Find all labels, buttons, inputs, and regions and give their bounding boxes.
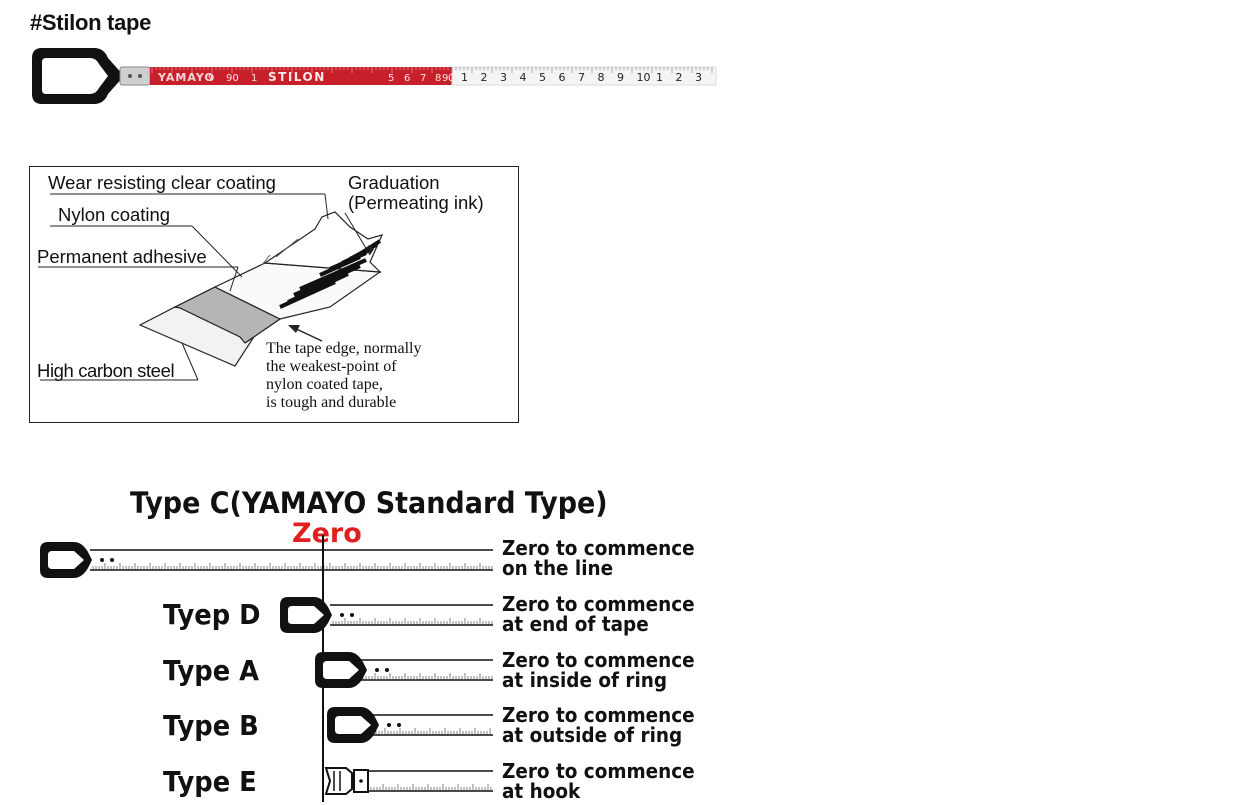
desc-line: Zero to commence [502,536,695,560]
type-d-row [280,597,493,633]
hook-icon [324,767,353,795]
edge-note-line: The tape edge, normally [266,340,422,357]
desc-line: Zero to commence [502,592,695,616]
label-nylon-coating: Nylon coating [58,204,171,225]
edge-note-line: is tough and durable [266,394,397,411]
type-b-row [327,707,493,743]
type-b-label: Type B [163,709,259,742]
type-a-row [315,652,493,688]
tape-number: 2 [481,71,488,84]
label-graduation: Graduation [348,172,440,193]
zero-label: Zero [292,518,362,549]
type-c-description: Zero to commence on the line [502,538,695,578]
tape-number: 7 [420,73,426,84]
graduation-stripe [299,258,367,291]
edge-note-line: the weakest-point of [266,358,397,375]
tape-product-text: STILON [268,70,326,84]
type-d-label: Tyep D [163,598,261,631]
tape-layer-diagram: Wear resisting clear coating Nylon coati… [29,166,519,423]
tape-red-section [150,67,452,85]
tape-number: 2 [676,71,683,84]
tape-number: 8 [598,71,605,84]
type-a-description: Zero to commence at inside of ring [502,650,695,690]
desc-line: Zero to commence [502,759,695,783]
clear-coating-layer [263,211,384,273]
desc-line: at outside of ring [502,723,683,747]
tape-number: 3 [500,71,507,84]
tape-number: 1 [656,71,663,84]
type-e-description: Zero to commence at hook [502,761,695,801]
tape-number: 6 [559,71,566,84]
tape-number: 9 [442,73,448,84]
tape-number: 9 [617,71,624,84]
type-a-label: Type A [163,654,260,687]
desc-line: at hook [502,779,581,803]
type-c-row [40,542,493,578]
tape-number: 5 [539,71,546,84]
tape-number: 8 [435,73,441,84]
tape-number: 6 [404,73,410,84]
tape-number: 1 [461,71,468,84]
desc-line: at inside of ring [502,668,668,692]
tape-number: 9 [208,73,214,84]
desc-line: on the line [502,556,614,580]
tape-number: 3 [695,71,702,84]
desc-line: Zero to commence [502,648,695,672]
tape-number: 4 [520,71,527,84]
label-permanent-adhesive: Permanent adhesive [37,246,207,267]
tape-end-clip [119,66,151,86]
label-wear-coating: Wear resisting clear coating [48,172,276,193]
types-heading: Type C(YAMAYO Standard Type) [130,486,608,520]
desc-line: Zero to commence [502,703,695,727]
type-e-label: Type E [163,765,257,798]
tape-number: 10 [637,71,651,84]
edge-note-line: nylon coated tape, [266,376,383,393]
type-d-description: Zero to commence at end of tape [502,594,695,634]
type-b-description: Zero to commence at outside of ring [502,705,695,745]
types-diagram [40,535,493,802]
tape-number: 90 [226,73,239,84]
tape-number: 7 [578,71,585,84]
type-e-row [324,767,493,795]
tape-number: 5 [388,73,394,84]
label-permeating-ink: (Permeating ink) [348,192,484,213]
page-title: #Stilon tape [30,10,152,35]
edge-note: The tape edge, normally the weakest-poin… [266,340,422,412]
tape-number: 0 [448,73,454,84]
tape-number: 1 [251,73,257,84]
desc-line: at end of tape [502,612,649,636]
graduation-stripe [287,272,349,304]
label-high-carbon-steel: High carbon steel [37,360,175,381]
tape-brand-text: YAMAYO [157,71,215,84]
graduation-stripe [293,264,361,297]
